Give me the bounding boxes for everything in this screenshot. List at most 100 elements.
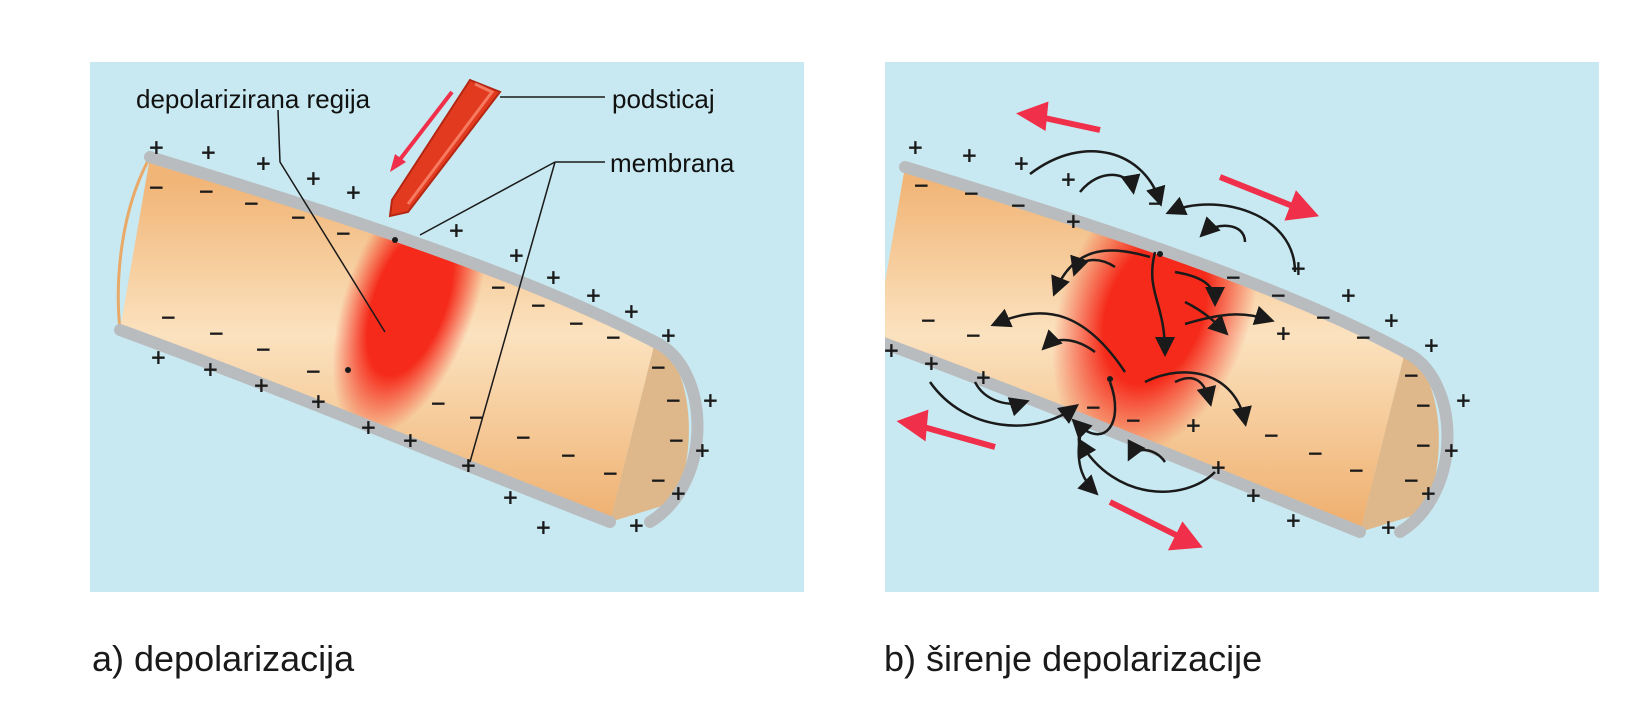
svg-text:+: +	[907, 135, 924, 159]
svg-text:−: −	[335, 221, 352, 245]
svg-text:−: −	[920, 308, 937, 332]
panel-b-spreading: + + + + + + + + + + + + + + + + + + + + …	[885, 62, 1599, 592]
svg-text:−: −	[1125, 408, 1142, 432]
svg-text:+: +	[360, 415, 377, 439]
membrane-bottom	[114, 324, 616, 528]
svg-text:−: −	[568, 311, 585, 335]
svg-text:+: +	[502, 485, 519, 509]
axon-left-opening	[116, 156, 152, 331]
membrane-top	[899, 161, 1454, 538]
plus-charges-outer: + + + + + + + + + + + + + + + + + + + + …	[148, 135, 719, 539]
stimulus-electrode	[388, 78, 502, 218]
svg-text:−: −	[668, 428, 685, 452]
svg-text:−: −	[560, 443, 577, 467]
svg-text:+: +	[1245, 483, 1262, 507]
svg-text:+: +	[694, 438, 711, 462]
svg-text:+: +	[702, 388, 719, 412]
svg-text:+: +	[1383, 308, 1400, 332]
svg-text:+: +	[1420, 481, 1437, 505]
svg-text:−: −	[1010, 193, 1027, 217]
svg-text:−: −	[1403, 468, 1420, 492]
svg-text:−: −	[515, 425, 532, 449]
svg-text:−: −	[665, 388, 682, 412]
svg-text:+: +	[885, 338, 900, 362]
svg-text:+: +	[1380, 515, 1397, 539]
svg-text:+: +	[1340, 283, 1357, 307]
svg-text:−: −	[602, 461, 619, 485]
svg-text:−: −	[490, 275, 507, 299]
svg-text:+: +	[148, 135, 165, 159]
svg-text:+: +	[508, 243, 525, 267]
svg-text:−: −	[913, 173, 930, 197]
caption-b: b) širenje depolarizacije	[884, 638, 1263, 679]
axon-diagram-a: + + + + + + + + + + + + + + + + + + + + …	[90, 62, 804, 592]
plus-charges-outer: + + + + + + + + + + + + + + + + + + + + …	[885, 135, 1472, 539]
svg-text:+: +	[623, 299, 640, 323]
svg-text:−: −	[1270, 283, 1287, 307]
svg-text:+: +	[975, 365, 992, 389]
label-stimulus: podsticaj	[612, 84, 715, 114]
svg-text:−: −	[255, 337, 272, 361]
svg-text:+: +	[402, 428, 419, 452]
charge-dot	[1157, 251, 1163, 257]
svg-text:−: −	[965, 323, 982, 347]
svg-text:−: −	[1355, 325, 1372, 349]
svg-text:−: −	[243, 191, 260, 215]
svg-text:−: −	[430, 391, 447, 415]
svg-text:+: +	[1443, 438, 1460, 462]
svg-text:+: +	[1423, 333, 1440, 357]
svg-text:−: −	[1415, 393, 1432, 417]
svg-text:+: +	[202, 357, 219, 381]
propagation-arrows	[896, 101, 1320, 551]
svg-text:−: −	[1315, 305, 1332, 329]
svg-text:+: +	[1060, 167, 1077, 191]
svg-text:−: −	[605, 325, 622, 349]
svg-text:+: +	[448, 218, 465, 242]
svg-text:+: +	[310, 389, 327, 413]
panel-a-depolarization: + + + + + + + + + + + + + + + + + + + + …	[90, 62, 804, 592]
axon-diagram-b: + + + + + + + + + + + + + + + + + + + + …	[885, 62, 1599, 592]
svg-text:+: +	[923, 351, 940, 375]
svg-text:−: −	[290, 205, 307, 229]
svg-text:+: +	[1290, 256, 1307, 280]
svg-text:+: +	[1285, 508, 1302, 532]
svg-text:+: +	[1013, 151, 1030, 175]
svg-text:+: +	[200, 140, 217, 164]
svg-text:−: −	[160, 305, 177, 329]
svg-text:−: −	[148, 175, 165, 199]
label-depolarized-region: depolarizirana regija	[136, 84, 371, 114]
charge-dot	[392, 237, 398, 243]
svg-text:+: +	[961, 143, 978, 167]
svg-text:+: +	[545, 265, 562, 289]
current-flow-arrows	[928, 150, 1297, 496]
svg-text:+: +	[253, 373, 270, 397]
svg-text:+: +	[345, 180, 362, 204]
svg-text:−: −	[1263, 423, 1280, 447]
charge-dot	[345, 367, 351, 373]
svg-text:−: −	[650, 468, 667, 492]
svg-text:+: +	[1455, 388, 1472, 412]
svg-text:+: +	[660, 323, 677, 347]
svg-text:+: +	[585, 283, 602, 307]
svg-text:−: −	[208, 321, 225, 345]
svg-text:−: −	[1225, 265, 1242, 289]
leader-lines	[277, 96, 605, 463]
svg-text:+: +	[1185, 413, 1202, 437]
label-membrane: membrana	[610, 148, 735, 178]
minus-charges-inner: − − − − − − − − − − − − − − − − − − −	[913, 173, 1432, 492]
svg-text:+: +	[1275, 321, 1292, 345]
minus-charges-inner: − − − − − − − − − − − − − − − − − − − − …	[148, 175, 685, 492]
svg-text:−: −	[1348, 458, 1365, 482]
svg-text:+: +	[628, 513, 645, 537]
membrane-top	[144, 151, 704, 528]
charge-dot	[1107, 376, 1113, 382]
svg-text:−: −	[1085, 395, 1102, 419]
svg-text:−: −	[198, 179, 215, 203]
svg-text:−: −	[963, 181, 980, 205]
svg-text:−: −	[1415, 433, 1432, 457]
svg-text:+: +	[535, 515, 552, 539]
axon-end-shading	[610, 342, 689, 522]
caption-a: a) depolarizacija	[92, 638, 355, 679]
svg-text:−: −	[650, 355, 667, 379]
stimulus-arrow	[390, 90, 454, 172]
